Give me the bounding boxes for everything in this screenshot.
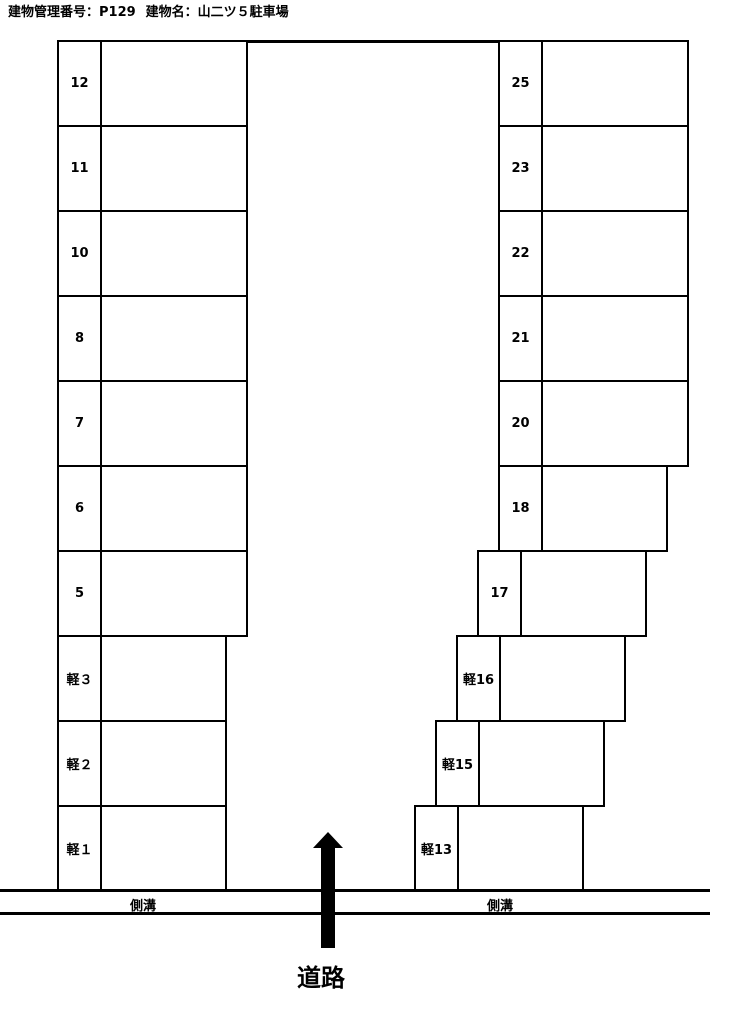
stall-space [100,805,227,892]
stall-number: 軽３ [57,635,102,722]
stall-number: 23 [498,125,543,212]
stall-space [541,125,689,212]
stall-space [457,805,584,892]
entrance-arrow-icon [313,832,343,848]
stall-number: 11 [57,125,102,212]
ditch-label-left: 側溝 [129,899,157,914]
stall-number: 軽13 [414,805,459,892]
stall-space [100,465,248,552]
stall-space [100,380,248,467]
building-name: 建物名：山二ツ５駐車場 [145,5,289,20]
stall-space [100,295,248,382]
stall-space [100,125,248,212]
stall-space [100,40,248,127]
stall-number: 17 [477,550,522,637]
stall-number: 8 [57,295,102,382]
stall-space [100,210,248,297]
stall-space [100,720,227,807]
stall-number: 軽１ [57,805,102,892]
stall-space [478,720,605,807]
stall-number: 7 [57,380,102,467]
stall-number: 21 [498,295,543,382]
stall-number: 10 [57,210,102,297]
stall-number: 25 [498,40,543,127]
ditch-top-line [0,889,710,892]
stall-number: 22 [498,210,543,297]
ditch-label-right: 側溝 [486,899,514,914]
entrance-arrow-shaft [321,845,335,948]
stall-number: 6 [57,465,102,552]
stall-space [541,465,668,552]
stall-number: 12 [57,40,102,127]
stall-number: 5 [57,550,102,637]
stall-number: 18 [498,465,543,552]
stall-number: 20 [498,380,543,467]
stall-space [499,635,626,722]
stall-number: 軽16 [456,635,501,722]
stall-space [520,550,647,637]
building-number: 建物管理番号：P129 [8,5,136,20]
stall-space [541,380,689,467]
stall-space [541,295,689,382]
lot-top-boundary [246,40,500,43]
page-title: 建物管理番号：P129 建物名：山二ツ５駐車場 [8,1,289,20]
ditch-bottom-line [0,912,710,915]
stall-space [100,550,248,637]
stall-number: 軽２ [57,720,102,807]
stall-space [541,210,689,297]
stall-number: 軽15 [435,720,480,807]
stall-space [100,635,227,722]
stall-space [541,40,689,127]
road-label: 道路 [297,964,345,992]
